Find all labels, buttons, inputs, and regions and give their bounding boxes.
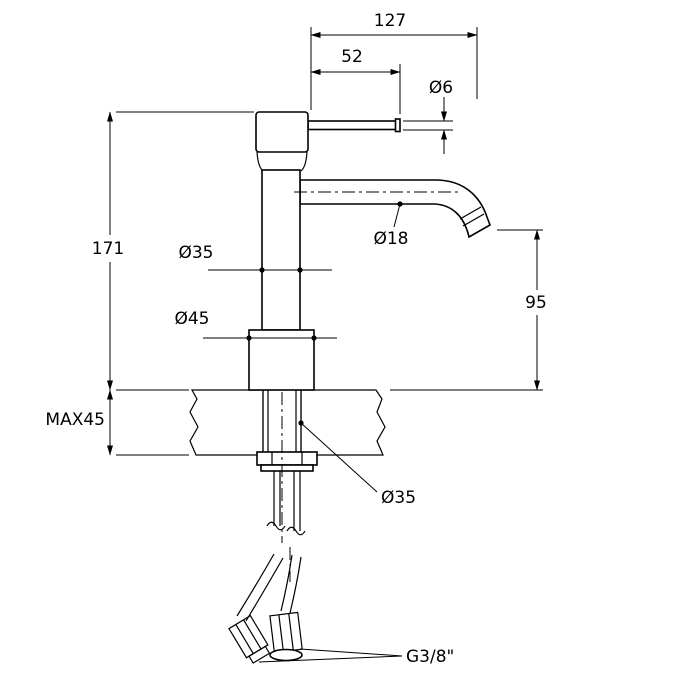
leader-dots (246, 201, 403, 426)
leader-thread (299, 648, 403, 657)
dim-d18-spout-label: Ø18 (373, 229, 408, 249)
dimension-lines (107, 27, 543, 663)
hose-assembly (228, 553, 303, 664)
ref-dot (311, 335, 317, 341)
ref-dot (297, 267, 303, 273)
aerator-band (459, 206, 482, 220)
mounting-washer (260, 464, 314, 472)
cap-taper-right (300, 151, 308, 172)
dim-d6-label: Ø6 (429, 78, 453, 98)
base-flange (248, 329, 315, 391)
hose-nut-left-body (228, 614, 269, 659)
nut-facet (235, 624, 254, 654)
dim-127-label: 127 (374, 11, 406, 31)
faucet-body (261, 169, 301, 331)
faucet-outline (248, 111, 491, 391)
handle-rod-endcap (394, 118, 401, 133)
aerator-band (462, 213, 485, 227)
cap-taper-left (256, 151, 264, 172)
hose-nut-center-body (269, 611, 303, 654)
dim-max45-label: MAX45 (45, 410, 105, 430)
dimension-labels: 127 52 Ø6 171 Ø35 Ø45 Ø18 95 MAX45 Ø35 G… (45, 11, 546, 667)
deck-section (189, 389, 386, 456)
leader-d18-spout (393, 203, 401, 228)
deck-hatch-right (300, 389, 386, 456)
dim-52-label: 52 (341, 47, 363, 67)
hose-nut-washer (269, 648, 303, 662)
hose-nut-left-collar (248, 645, 271, 664)
leader-d35-shank (300, 422, 378, 493)
hose-nut-left (228, 614, 271, 664)
leader-thread (258, 655, 403, 663)
hose-nut-center (269, 611, 303, 654)
ref-dot (397, 201, 403, 207)
ref-dot (298, 420, 304, 426)
spout (299, 179, 491, 239)
nut-facet (243, 619, 262, 650)
dim-d35-body-label: Ø35 (178, 243, 213, 263)
dim-171-label: 171 (92, 239, 124, 259)
mounting-nut (256, 451, 318, 466)
dim-95-label: 95 (525, 293, 547, 313)
ref-dot (259, 267, 265, 273)
cartridge-cap (255, 111, 309, 153)
break-symbol (286, 526, 306, 536)
deck-hatch-left (189, 389, 264, 456)
handle-rod (307, 120, 397, 131)
hose-left (236, 553, 275, 617)
under-deck-assembly (256, 390, 318, 536)
hose-right (280, 554, 293, 612)
nut-facet (288, 613, 294, 651)
ref-dot (246, 335, 252, 341)
hose-right (289, 556, 302, 614)
hose-left (245, 557, 284, 622)
thread-size-label: G3/8" (406, 647, 454, 667)
dim-d45-base-label: Ø45 (174, 309, 209, 329)
nut-facet (278, 614, 284, 652)
dim-d35-shank-label: Ø35 (381, 488, 416, 508)
